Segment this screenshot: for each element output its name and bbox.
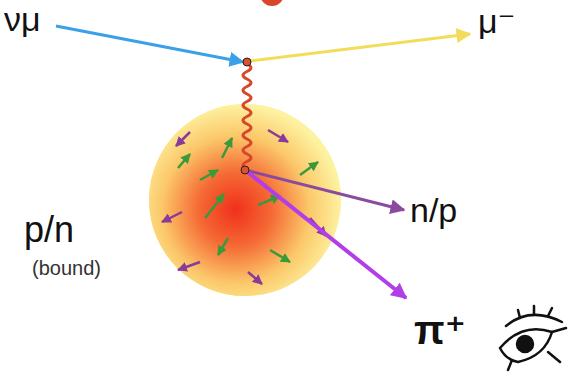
inner-arrows-green bbox=[178, 138, 318, 262]
target-label: p/n bbox=[24, 212, 74, 248]
eye-icon bbox=[500, 306, 566, 370]
neutrino-line bbox=[56, 26, 243, 62]
vertex bbox=[243, 58, 251, 66]
muon-line bbox=[250, 34, 470, 61]
cut-circle bbox=[260, 0, 284, 6]
pion-line bbox=[245, 170, 406, 298]
pion-label: π⁺ bbox=[414, 310, 466, 350]
bound-note: (bound) bbox=[32, 258, 101, 278]
neutrino-label: νμ bbox=[4, 2, 41, 36]
nucleon-label: n/p bbox=[410, 193, 457, 227]
muon-label: μ⁻ bbox=[478, 4, 516, 38]
boson-line bbox=[243, 64, 251, 169]
vertex bbox=[241, 166, 249, 174]
